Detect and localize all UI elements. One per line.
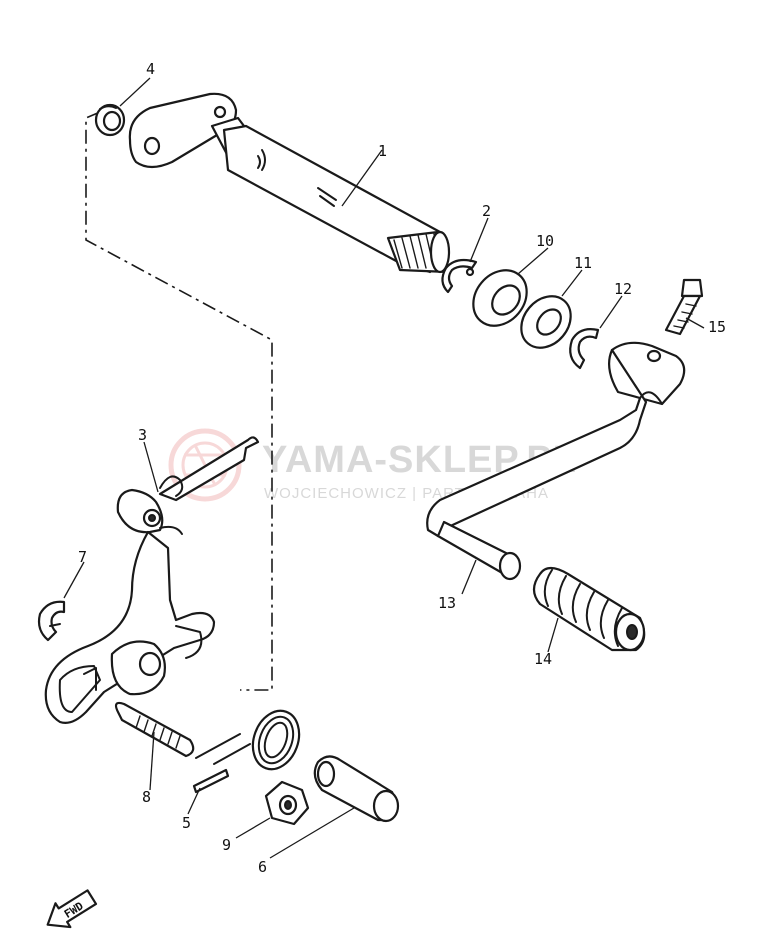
callout-labels: 4 1 2 10 11 12 15 3 7 13 14 8 5 9 6 (78, 60, 726, 876)
leader-lines (63, 77, 705, 859)
spring-part (195, 709, 301, 771)
callout-11: 11 (574, 254, 592, 272)
callout-4: 4 (146, 60, 155, 78)
forward-arrow-icon: FWD (46, 889, 98, 929)
circlip-12-part (569, 328, 600, 370)
pedal-rubber-part (532, 566, 646, 652)
collar-part (313, 755, 400, 823)
assembly-dash-line (85, 111, 273, 691)
callout-10: 10 (536, 232, 554, 250)
shift-arm-assembly-part (116, 436, 260, 535)
nut-part (264, 780, 310, 826)
circlip-2-part (441, 258, 478, 294)
washer-10-part (472, 269, 528, 327)
bolt-part (664, 278, 704, 336)
callout-8: 8 (142, 788, 151, 806)
callout-1: 1 (378, 142, 387, 160)
shift-pedal-part (426, 341, 686, 581)
callout-7: 7 (78, 548, 87, 566)
e-clip-part (37, 600, 66, 642)
washer-11-part (520, 295, 572, 349)
callout-15: 15 (708, 318, 726, 336)
callout-5: 5 (182, 814, 191, 832)
callout-13: 13 (438, 594, 456, 612)
shift-lever-body (44, 530, 216, 724)
callout-3: 3 (138, 426, 147, 444)
stud-bolt-part (114, 701, 195, 758)
callout-14: 14 (534, 650, 552, 668)
callout-6: 6 (258, 858, 267, 876)
oil-seal-part (94, 103, 126, 137)
callout-9: 9 (222, 836, 231, 854)
callout-12: 12 (614, 280, 632, 298)
callout-2: 2 (482, 202, 491, 220)
pin-part (192, 768, 230, 794)
shift-shaft-part (128, 92, 451, 274)
